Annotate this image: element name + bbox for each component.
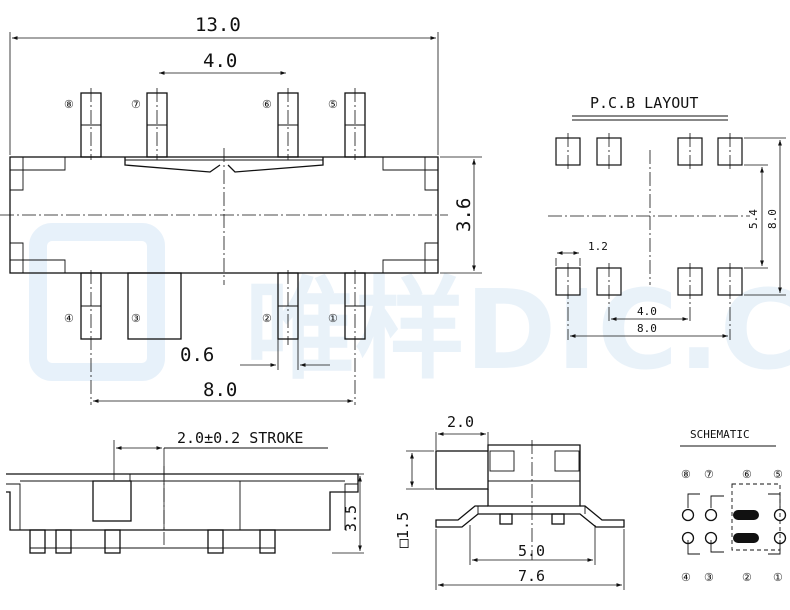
pin-label-8: ⑧ [64,98,74,111]
schem-label-5: ⑤ [773,468,783,481]
pin-label-7: ⑦ [131,98,141,111]
end-dim-knob-width: 2.0 [447,413,474,431]
schem-label-1: ① [773,571,783,584]
schematic-view: SCHEMATIC ⑧ ⑦ ⑥ ⑤ ④ ③ ② ① [680,428,787,584]
pin-label-5: ⑤ [328,98,338,111]
pcb-dim-row-gap: 5.4 [747,209,760,229]
pcb-dim-outer-pitch: 8.0 [637,322,657,335]
pcb-pads [555,133,743,340]
pcb-dim-height: 8.0 [766,209,779,229]
end-dim-knob-height: □1.5 [394,512,412,548]
side-dim-height: 3.5 [342,505,360,532]
end-knob [435,450,489,490]
schem-label-2: ② [742,571,752,584]
pin-label-3: ③ [131,312,141,325]
slider-knob [92,480,132,522]
pin-label-4: ④ [64,312,74,325]
dim-bottom-span: 8.0 [203,379,237,401]
bottom-pins [80,270,366,405]
pin-label-1: ① [328,312,338,325]
dim-pin-width: 0.6 [180,344,214,366]
top-pins [80,88,366,160]
watermark-logo: 唯样DIC.CO [29,223,790,394]
watermark-text: 唯样DIC.CO [245,266,790,394]
pin-label-6: ⑥ [262,98,272,111]
end-dim-outer: 7.6 [518,567,545,585]
schem-label-6: ⑥ [742,468,752,481]
dim-top-pin-pitch: 4.0 [203,50,237,72]
side-view: 2.0±0.2 STROKE 3.5 [6,429,364,554]
end-dim-inner: 5.0 [518,542,545,560]
pcb-layout-title: P.C.B LAYOUT [590,94,698,112]
pin-label-2: ② [262,312,272,325]
schem-label-4: ④ [681,571,691,584]
schem-label-8: ⑧ [681,468,691,481]
end-view: 2.0 □1.5 5.0 7.6 [394,413,625,590]
schematic-title: SCHEMATIC [690,428,750,441]
schem-label-7: ⑦ [704,468,714,481]
dim-body-height: 3.6 [453,198,475,232]
main-top-view: ⑧ ⑦ ⑥ ⑤ ④ [0,14,482,405]
dim-overall-width: 13.0 [195,14,241,36]
pcb-dim-pad-width: 1.2 [588,240,608,253]
stroke-label: 2.0±0.2 STROKE [177,429,303,447]
pcb-layout-view: P.C.B LAYOUT 1.2 [548,94,786,340]
pcb-dim-inner-pitch: 4.0 [637,305,657,318]
schem-label-3: ③ [704,571,714,584]
